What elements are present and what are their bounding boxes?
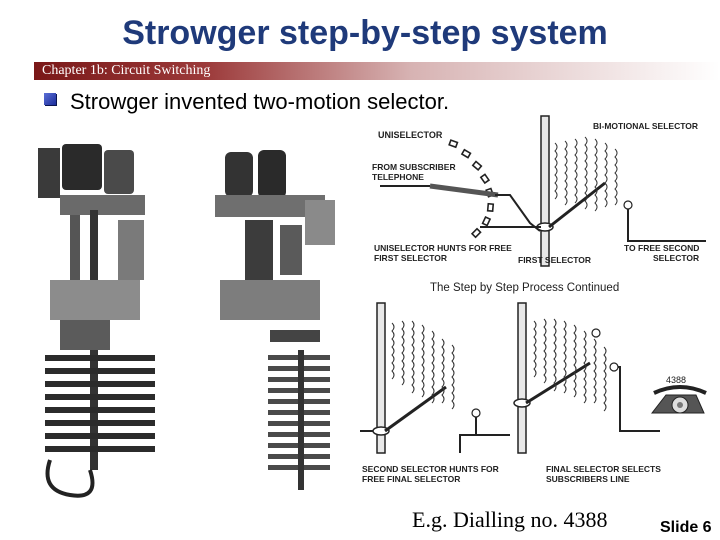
bimotional-label: BI-MOTIONAL SELECTOR — [593, 121, 698, 131]
from-subscriber-label-2: TELEPHONE — [372, 172, 424, 182]
second-hunts-label-1: SECOND SELECTOR HUNTS FOR — [362, 464, 499, 474]
chapter-banner: Chapter 1b: Circuit Switching — [34, 62, 720, 80]
phone-number-label: 4388 — [666, 375, 686, 385]
final-selects-label-2: SUBSCRIBERS LINE — [546, 474, 630, 484]
telephone-icon — [650, 385, 707, 414]
second-hunts-label-2: FREE FINAL SELECTOR — [362, 474, 460, 484]
uniselector-label: UNISELECTOR — [378, 130, 443, 140]
free-second-label-1: TO FREE SECOND — [624, 243, 699, 253]
square-bullet-icon — [44, 93, 56, 105]
first-selector-label: FIRST SELECTOR — [518, 255, 591, 265]
slide-title: Strowger step-by-step system — [122, 14, 608, 52]
bottom-panel: 4388 SECOND SELECTOR HUNTS FOR FREE FINA… — [360, 302, 707, 484]
step-by-step-diagram: UNISELECTOR BI-MOTIONAL SELECTOR FROM SU… — [360, 113, 710, 493]
from-subscriber-label-1: FROM SUBSCRIBER — [372, 162, 456, 172]
dialling-example-caption: E.g. Dialling no. 4388 — [412, 507, 608, 532]
strowger-selector-photo — [30, 140, 355, 505]
continued-heading: The Step by Step Process Continued — [430, 282, 619, 294]
right-selector-mechanism — [215, 150, 335, 490]
first-selector-contact-bank — [554, 136, 618, 212]
bullet-text: Strowger invented two-motion selector. — [70, 89, 450, 114]
second-selector-contact-bank — [391, 320, 455, 410]
chapter-label: Chapter 1b: Circuit Switching — [42, 63, 211, 78]
free-second-label-2: SELECTOR — [653, 253, 699, 263]
final-selects-label-1: FINAL SELECTOR SELECTS — [546, 464, 661, 474]
hunt-label-2: FIRST SELECTOR — [374, 253, 447, 263]
top-panel: UNISELECTOR BI-MOTIONAL SELECTOR FROM SU… — [372, 115, 706, 267]
slide-number: Slide 6 — [660, 519, 712, 536]
left-selector-mechanism — [38, 144, 155, 498]
hunt-label-1: UNISELECTOR HUNTS FOR FREE — [374, 243, 512, 253]
final-selector-contact-bank — [533, 318, 607, 412]
